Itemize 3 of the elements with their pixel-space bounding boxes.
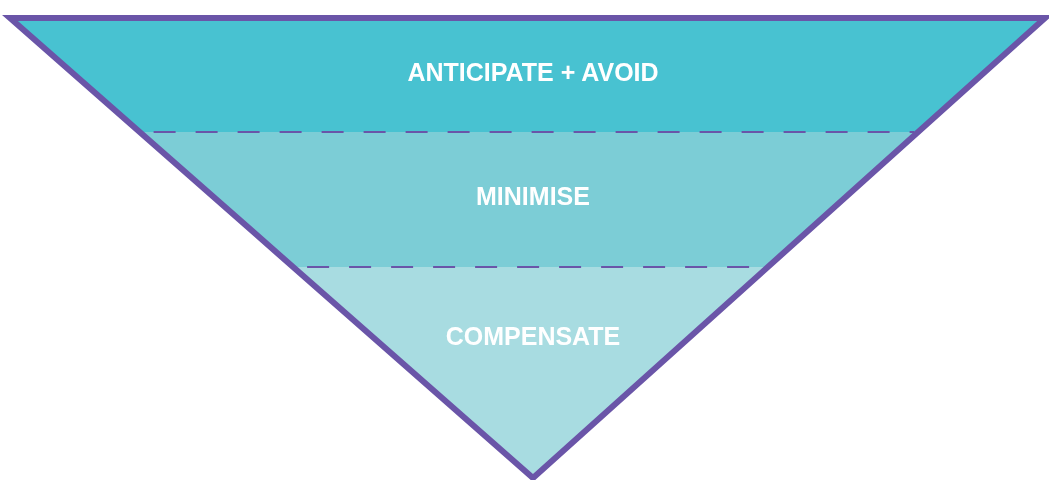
band-label: COMPENSATE — [445, 322, 621, 351]
band-label: MINIMISE — [476, 182, 590, 211]
band-label: ANTICIPATE + AVOID — [407, 58, 659, 87]
